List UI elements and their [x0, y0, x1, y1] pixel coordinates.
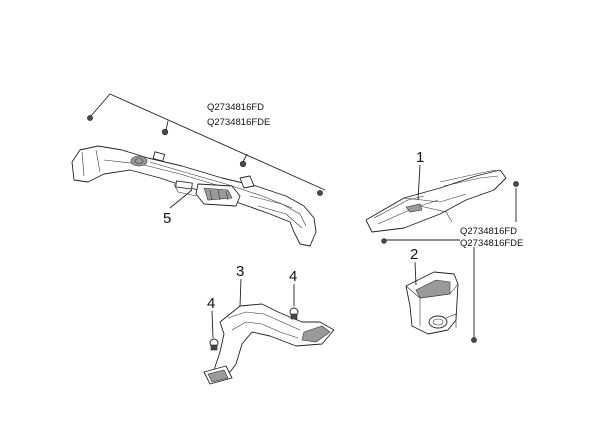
callout-5: 5: [163, 210, 171, 227]
part-code-top-1: Q2734816FD: [207, 102, 264, 113]
clip-fastener: [87, 115, 323, 196]
callout-4-leader: [211, 310, 214, 339]
top-clip-callout: Q2734816FD Q2734816FDE: [87, 93, 326, 196]
callout-1-leader: [417, 164, 421, 201]
callout-3: 3: [236, 263, 244, 280]
right-clip-callout: Q2734816FD Q2734816FDE: [381, 181, 523, 343]
side-duct-panel-part: 1: [365, 149, 507, 233]
callout-1: 1: [416, 149, 424, 166]
part-code-top-2: Q2734816FDE: [207, 117, 270, 128]
callout-3-leader: [239, 278, 242, 307]
clip-fastener: [513, 181, 519, 187]
rear-duct-box-part: 2: [405, 246, 459, 335]
clip-leader-line: [89, 93, 326, 191]
callout-4-right: 4: [289, 268, 297, 285]
clip-fastener: [381, 238, 387, 244]
floor-duct-part: 3: [203, 263, 335, 385]
part-code-right-2: Q2734816FDE: [460, 238, 523, 249]
clip-fastener: [471, 337, 477, 343]
part-code-right-1: Q2734816FD: [460, 226, 517, 237]
callout-2: 2: [410, 246, 418, 263]
push-pin-fastener-part: 4 4: [207, 268, 299, 351]
center-vent-housing: [195, 183, 241, 207]
dash-air-duct-part: 5: [71, 145, 317, 247]
callout-5-leader: [169, 189, 193, 209]
callout-2-leader: [414, 261, 417, 286]
callout-4-left: 4: [207, 295, 215, 312]
outlet-vent-left: [130, 155, 148, 167]
